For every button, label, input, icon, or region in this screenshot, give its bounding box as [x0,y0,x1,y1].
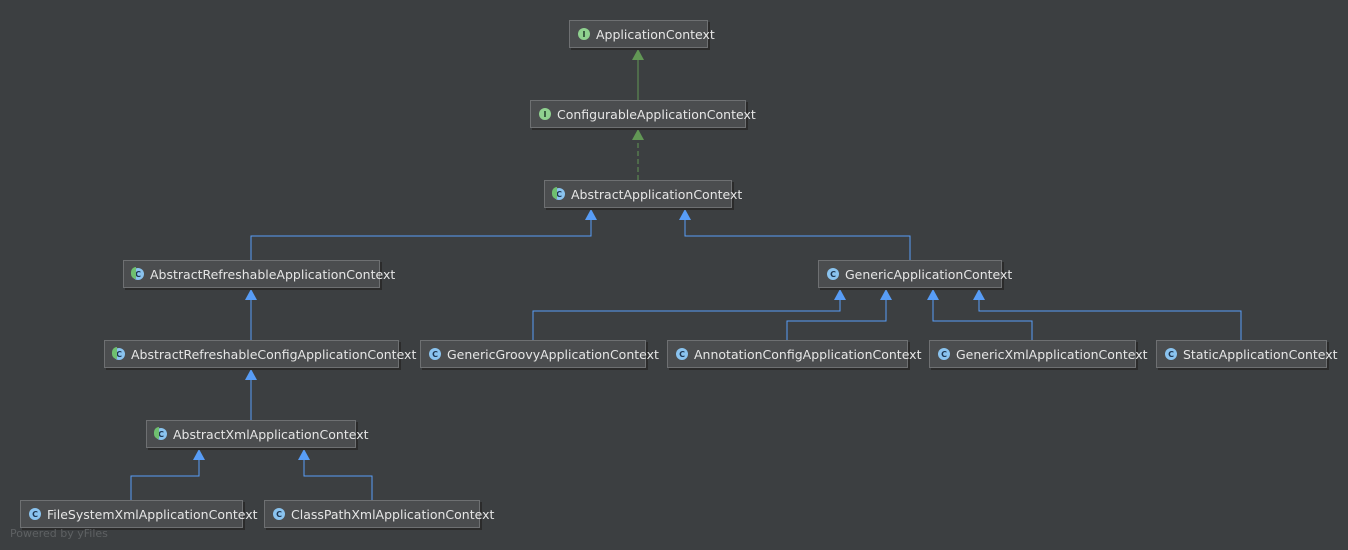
class-icon: C [273,508,285,520]
class-node-label: ClassPathXmlApplicationContext [291,506,495,522]
class-node-label: ConfigurableApplicationContext [557,106,756,122]
class-node-generic-xml-application-context[interactable]: C GenericXmlApplicationContext [929,340,1148,368]
class-node-file-system-xml-application-context[interactable]: C FileSystemXmlApplicationContext [20,500,258,528]
edge-file-system-xml-application-context-to-abstract-xml-application-context [130,460,200,500]
class-node-generic-application-context[interactable]: C GenericApplicationContext [818,260,1012,288]
class-node-label: AbstractXmlApplicationContext [173,426,369,442]
class-node-annotation-config-application-context[interactable]: C AnnotationConfigApplicationContext [667,340,921,368]
interface-icon: I [539,108,551,120]
class-node-abstract-xml-application-context[interactable]: C AbstractXmlApplicationContext [146,420,369,448]
arrowhead-icon [880,289,892,300]
watermark: Powered by yFiles [10,527,108,540]
arrowhead-icon [245,369,257,380]
edge-static-application-context-to-generic-application-context [978,300,1242,340]
class-node-label: AbstractRefreshableApplicationContext [150,266,396,282]
class-node-generic-groovy-application-context[interactable]: C GenericGroovyApplicationContext [420,340,659,368]
abstract-class-icon: C [552,187,565,200]
abstract-class-icon: C [112,347,125,360]
class-icon: C [1165,348,1177,360]
edge-annotation-config-application-context-to-generic-application-context [786,300,887,340]
edge-generic-application-context-to-abstract-application-context [684,220,911,260]
class-icon: C [429,348,441,360]
edge-class-path-xml-application-context-to-abstract-xml-application-context [303,460,373,500]
abstract-class-icon: C [131,267,144,280]
class-node-label: ApplicationContext [596,26,715,42]
class-node-static-application-context[interactable]: C StaticApplicationContext [1156,340,1338,368]
arrowhead-icon [298,449,310,460]
abstract-class-icon: C [154,427,167,440]
arrowhead-icon [927,289,939,300]
class-node-class-path-xml-application-context[interactable]: C ClassPathXmlApplicationContext [264,500,494,528]
arrowhead-icon [834,289,846,300]
class-node-label: GenericGroovyApplicationContext [447,346,659,362]
class-node-label: GenericApplicationContext [845,266,1013,282]
class-icon: C [827,268,839,280]
edge-generic-groovy-application-context-to-generic-application-context [532,300,841,340]
class-icon: C [29,508,41,520]
arrowhead-icon [193,449,205,460]
class-node-abstract-refreshable-application-context[interactable]: C AbstractRefreshableApplicationContext [123,260,395,288]
arrowhead-icon [679,209,691,220]
class-node-abstract-application-context[interactable]: C AbstractApplicationContext [544,180,742,208]
class-node-label: GenericXmlApplicationContext [956,346,1148,362]
class-node-application-context[interactable]: I ApplicationContext [569,20,715,48]
class-node-abstract-refreshable-config-application-context[interactable]: C AbstractRefreshableConfigApplicationCon… [104,340,416,368]
class-node-label: FileSystemXmlApplicationContext [47,506,258,522]
arrowhead-icon [245,289,257,300]
arrowhead-icon [632,49,644,60]
class-node-label: AbstractApplicationContext [571,186,743,202]
class-icon: C [938,348,950,360]
arrowhead-icon [632,129,644,140]
interface-icon: I [578,28,590,40]
edge-generic-xml-application-context-to-generic-application-context [932,300,1033,340]
class-node-label: AnnotationConfigApplicationContext [694,346,922,362]
class-node-label: AbstractRefreshableConfigApplicationCont… [131,346,417,362]
class-node-configurable-application-context[interactable]: I ConfigurableApplicationContext [530,100,756,128]
edge-abstract-refreshable-application-context-to-abstract-application-context [250,220,592,260]
class-icon: C [676,348,688,360]
arrowhead-icon [585,209,597,220]
arrowhead-icon [973,289,985,300]
class-node-label: StaticApplicationContext [1183,346,1338,362]
